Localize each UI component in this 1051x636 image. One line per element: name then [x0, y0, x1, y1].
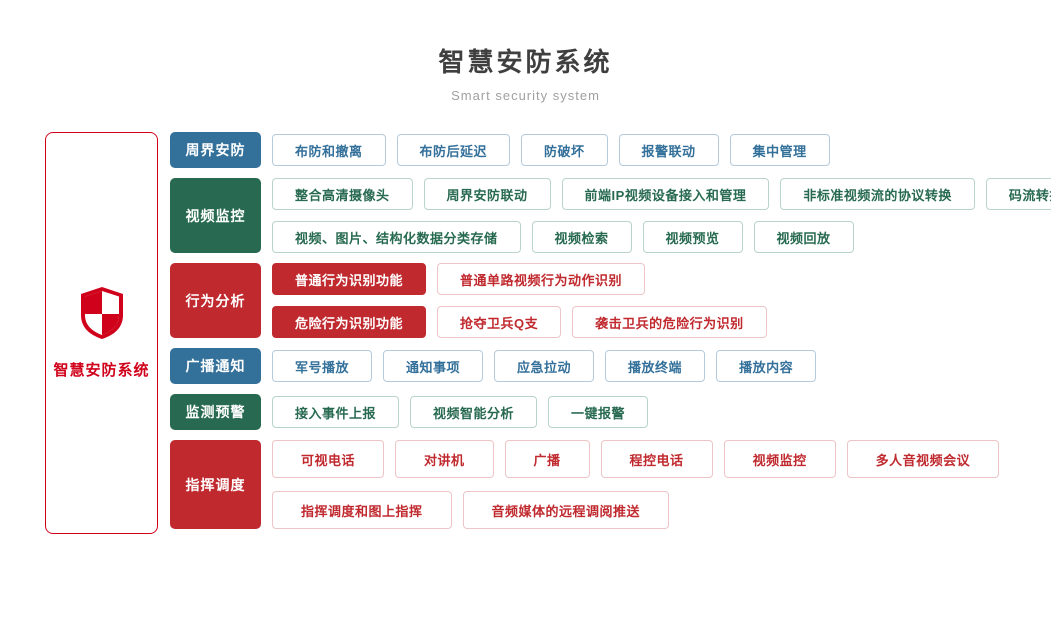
feature-item: 通知事项	[383, 350, 484, 382]
feature-item: 视频、图片、结构化数据分类存储	[272, 221, 521, 253]
feature-item: 视频智能分析	[410, 396, 538, 428]
shield-icon	[78, 286, 126, 345]
feature-row: 接入事件上报视频智能分析一键报警	[272, 396, 649, 428]
feature-item: 布防和撤离	[272, 134, 386, 166]
category-label-behavior-analysis: 行为分析	[170, 263, 261, 338]
feature-item: 指挥调度和图上指挥	[272, 491, 452, 529]
category-label-video-surveillance: 视频监控	[170, 178, 261, 253]
feature-item: 播放终端	[605, 350, 706, 382]
feature-item: 广播	[504, 440, 590, 478]
page-title: 智慧安防系统	[438, 47, 613, 77]
feature-item: 集中管理	[729, 134, 830, 166]
section-monitoring-warning: 监测预警接入事件上报视频智能分析一键报警	[170, 394, 1051, 430]
system-legend-panel: 智慧安防系统	[45, 132, 158, 534]
diagram: 智慧安防系统 周界安防布防和撤离布防后延迟防破坏报警联动集中管理视频监控整合高清…	[45, 132, 1051, 534]
feature-row: 指挥调度和图上指挥音频媒体的远程调阅推送	[272, 491, 999, 529]
feature-row: 军号播放通知事项应急拉动播放终端播放内容	[272, 350, 817, 382]
feature-sections: 周界安防布防和撤离布防后延迟防破坏报警联动集中管理视频监控整合高清摄像头周界安防…	[170, 132, 1051, 529]
feature-item: 前端IP视频设备接入和管理	[561, 178, 770, 210]
feature-item: 视频回放	[753, 221, 854, 253]
feature-rows-video-surveillance: 整合高清摄像头周界安防联动前端IP视频设备接入和管理非标准视频流的协议转换码流转…	[272, 178, 1051, 253]
section-perimeter-security: 周界安防布防和撤离布防后延迟防破坏报警联动集中管理	[170, 132, 1051, 168]
feature-item: 布防后延迟	[396, 134, 511, 166]
feature-item: 袭击卫兵的危险行为识别	[572, 306, 767, 338]
feature-item: 危险行为识别功能	[272, 306, 427, 338]
feature-item: 普通单路视频行为动作识别	[437, 263, 646, 295]
feature-item: 非标准视频流的协议转换	[780, 178, 975, 210]
feature-item: 一键报警	[548, 396, 649, 428]
section-broadcast-notice: 广播通知军号播放通知事项应急拉动播放终端播放内容	[170, 348, 1051, 384]
feature-item: 多人音视频会议	[846, 440, 1000, 478]
feature-rows-perimeter-security: 布防和撤离布防后延迟防破坏报警联动集中管理	[272, 132, 830, 168]
feature-row: 可视电话对讲机广播程控电话视频监控多人音视频会议	[272, 440, 1000, 478]
feature-rows-monitoring-warning: 接入事件上报视频智能分析一键报警	[272, 394, 649, 430]
feature-row: 普通行为识别功能普通单路视频行为动作识别	[272, 263, 767, 295]
feature-row: 整合高清摄像头周界安防联动前端IP视频设备接入和管理非标准视频流的协议转换码流转…	[272, 178, 1051, 210]
feature-item: 接入事件上报	[272, 396, 400, 428]
feature-item: 报警联动	[618, 134, 719, 166]
feature-item: 可视电话	[272, 440, 385, 478]
feature-item: 程控电话	[600, 440, 713, 478]
feature-row: 布防和撤离布防后延迟防破坏报警联动集中管理	[272, 134, 830, 166]
feature-item: 整合高清摄像头	[272, 178, 413, 210]
feature-rows-command-dispatch: 可视电话对讲机广播程控电话视频监控多人音视频会议指挥调度和图上指挥音频媒体的远程…	[272, 440, 1000, 529]
feature-row: 危险行为识别功能抢夺卫兵Q支袭击卫兵的危险行为识别	[272, 306, 767, 338]
feature-rows-broadcast-notice: 军号播放通知事项应急拉动播放终端播放内容	[272, 348, 817, 384]
section-behavior-analysis: 行为分析普通行为识别功能普通单路视频行为动作识别危险行为识别功能抢夺卫兵Q支袭击…	[170, 263, 1051, 338]
feature-item: 视频预览	[642, 221, 743, 253]
category-label-command-dispatch: 指挥调度	[170, 440, 261, 529]
feature-item: 视频监控	[723, 440, 836, 478]
feature-item: 应急拉动	[494, 350, 595, 382]
category-label-monitoring-warning: 监测预警	[170, 394, 261, 430]
feature-row: 视频、图片、结构化数据分类存储视频检索视频预览视频回放	[272, 221, 1051, 253]
feature-item: 音频媒体的远程调阅推送	[462, 491, 670, 529]
category-label-broadcast-notice: 广播通知	[170, 348, 261, 384]
feature-rows-behavior-analysis: 普通行为识别功能普通单路视频行为动作识别危险行为识别功能抢夺卫兵Q支袭击卫兵的危…	[272, 263, 767, 338]
system-legend-label: 智慧安防系统	[53, 362, 150, 379]
feature-item: 对讲机	[395, 440, 494, 478]
section-command-dispatch: 指挥调度可视电话对讲机广播程控电话视频监控多人音视频会议指挥调度和图上指挥音频媒…	[170, 440, 1051, 529]
category-label-perimeter-security: 周界安防	[170, 132, 261, 168]
feature-item: 防破坏	[521, 134, 608, 166]
feature-item: 普通行为识别功能	[272, 263, 427, 295]
feature-item: 播放内容	[716, 350, 817, 382]
feature-item: 军号播放	[272, 350, 373, 382]
feature-item: 周界安防联动	[423, 178, 551, 210]
page-header: 智慧安防系统 Smart security system	[0, 0, 1051, 103]
feature-item: 视频检索	[531, 221, 632, 253]
feature-item: 抢夺卫兵Q支	[437, 306, 562, 338]
section-video-surveillance: 视频监控整合高清摄像头周界安防联动前端IP视频设备接入和管理非标准视频流的协议转…	[170, 178, 1051, 253]
page-subtitle: Smart security system	[451, 88, 600, 103]
feature-item: 码流转换和接口转换	[985, 178, 1051, 210]
